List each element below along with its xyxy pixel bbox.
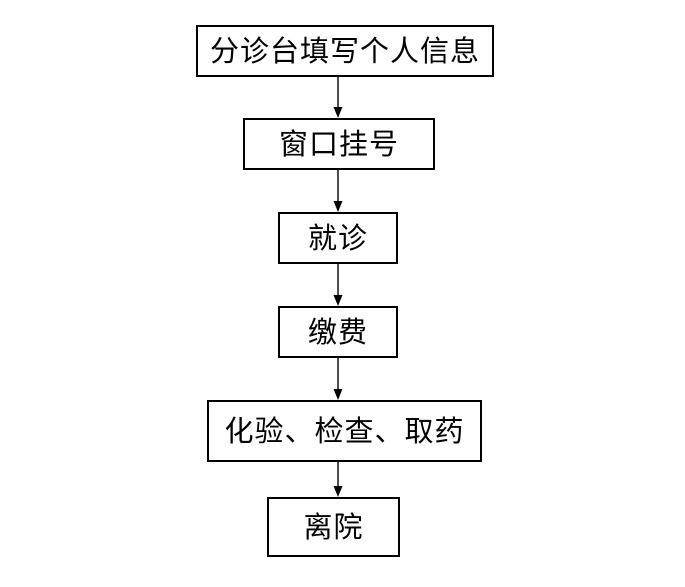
flow-arrow-down: [331, 77, 345, 118]
flow-node-registration: 窗口挂号: [243, 118, 435, 170]
flow-node-triage-info: 分诊台填写个人信息: [196, 25, 494, 77]
flow-arrow-down: [331, 462, 345, 497]
flow-node-discharge: 离院: [267, 497, 400, 557]
flow-arrow-down: [331, 358, 345, 400]
flow-node-tests-meds: 化验、检查、取药: [207, 400, 482, 462]
flow-arrow-down: [331, 264, 345, 306]
flow-node-consultation: 就诊: [278, 212, 398, 264]
flow-node-payment: 缴费: [278, 306, 398, 358]
flow-arrow-down: [331, 170, 345, 212]
